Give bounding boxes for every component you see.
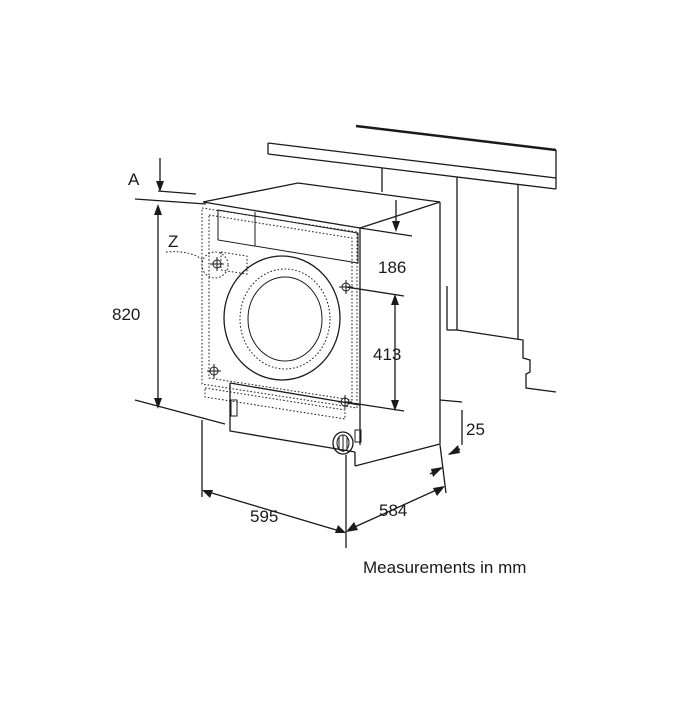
detail-z-callout	[165, 251, 229, 279]
dimension-height	[134, 204, 226, 425]
dimension-plinth-depth	[429, 410, 463, 477]
label-top-offset: 186	[378, 258, 406, 277]
label-width: 595	[250, 507, 278, 526]
label-hinge-spacing: 413	[373, 345, 401, 364]
door-frame	[201, 207, 358, 420]
fixing-points	[207, 257, 353, 409]
label-height: 820	[112, 305, 140, 324]
cabinet-side-panels	[381, 168, 557, 403]
dimension-depth	[346, 444, 447, 532]
control-panel	[217, 209, 359, 275]
label-z: Z	[168, 232, 178, 251]
washing-machine-body	[202, 182, 441, 467]
label-plinth-depth: 25	[466, 420, 485, 439]
porthole-door	[223, 255, 341, 381]
dimension-a	[134, 158, 207, 205]
label-a: A	[128, 170, 140, 189]
adjustable-foot	[332, 431, 354, 455]
fixing-point-upper-left	[210, 257, 224, 271]
dimension-top-offset	[359, 200, 413, 237]
fixing-point-lower-left	[207, 364, 221, 378]
units-caption: Measurements in mm	[363, 558, 526, 577]
label-depth: 584	[379, 501, 407, 520]
dimension-hinge-spacing	[344, 286, 405, 412]
dimension-width	[201, 420, 347, 548]
worktop	[267, 124, 557, 190]
